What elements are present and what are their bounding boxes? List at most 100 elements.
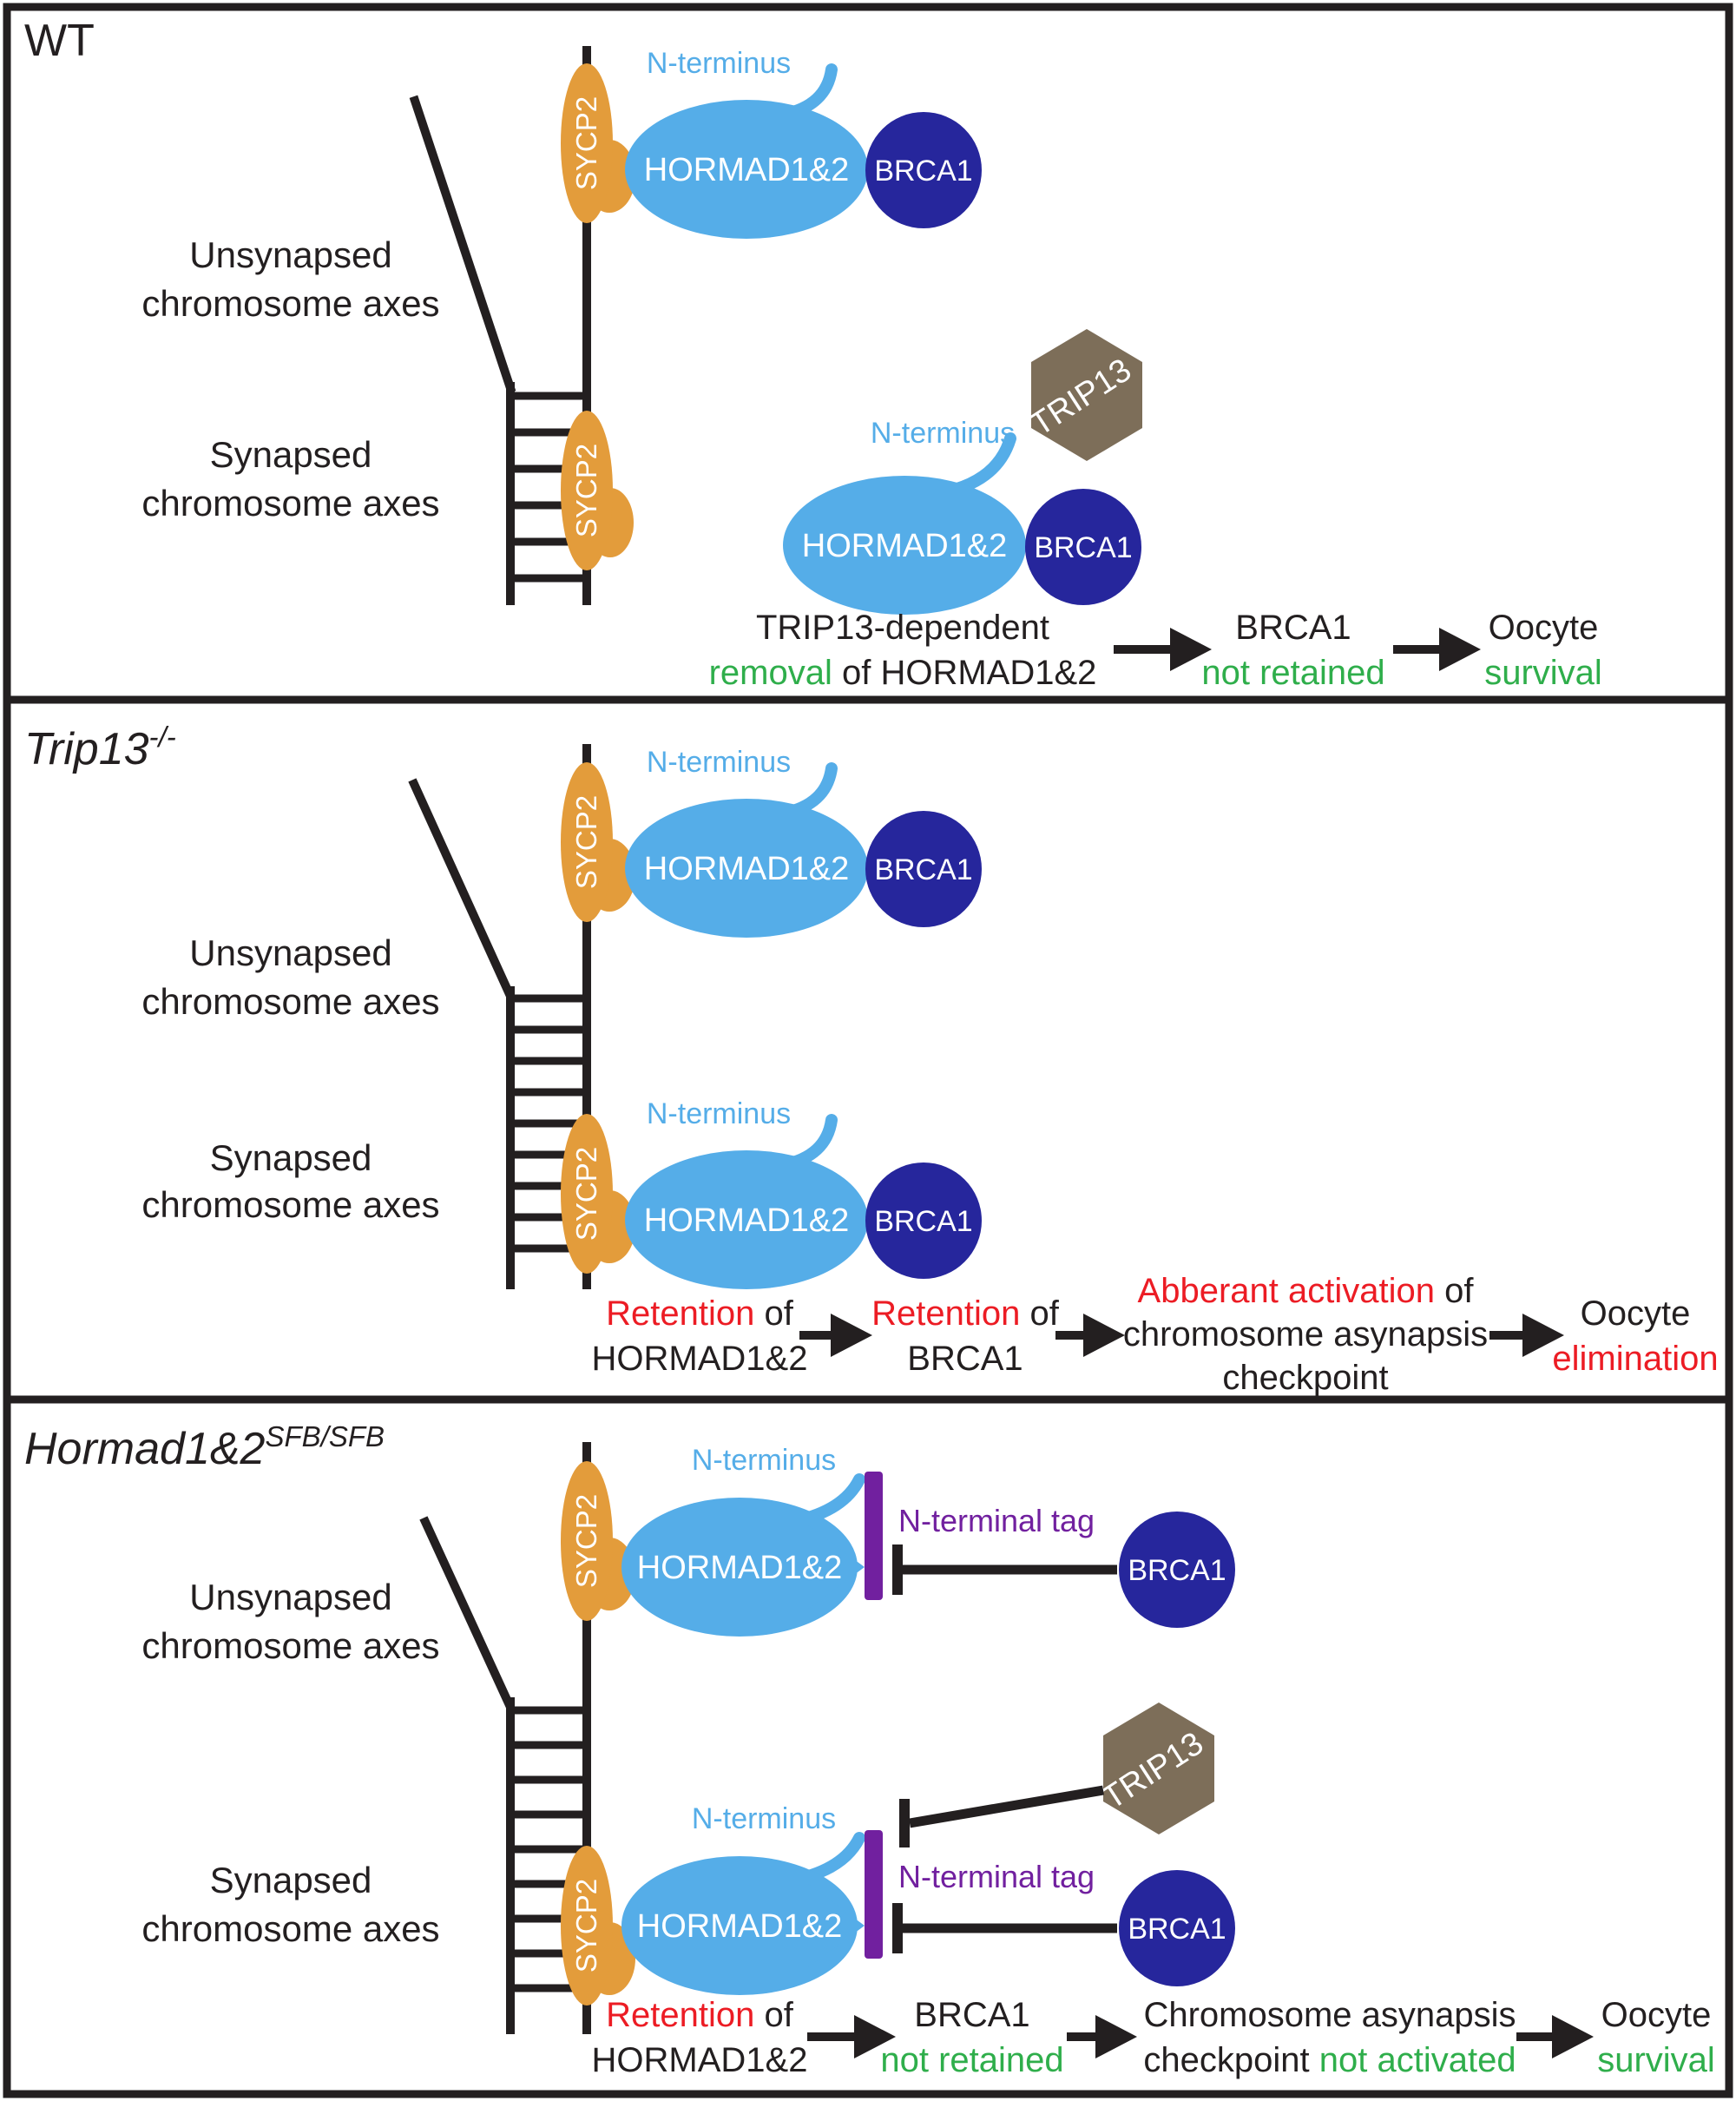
n-terminus-label: N-terminus [647,1097,791,1130]
brca1-label: BRCA1 [874,853,972,886]
flow-step1-line1: TRIP13-dependent [756,609,1049,647]
flow-step3-line3: checkpoint [1222,1359,1388,1397]
brca1-label: BRCA1 [874,1205,972,1238]
n-terminus-label: N-terminus [692,1444,836,1477]
flow-step3-line1: Chromosome asynapsis [1143,1996,1516,2034]
flow-arrow-2 [1055,1314,1125,1357]
sycp2-shape [561,1461,613,1621]
flow-step4-line2: elimination [1552,1340,1718,1378]
unsynapsed-label-line1: Unsynapsed [189,234,391,275]
panel-trip13-ko: Trip13-/- Unsynapsed chromosome axes Syn… [3,695,1733,1404]
flow-step3-line1: Oocyte [1489,609,1599,647]
hormad-shape [621,1498,858,1637]
sycp2-shape [561,411,613,570]
brca1-shape [1025,489,1141,605]
brca1-label: BRCA1 [1128,1913,1226,1946]
brca1-shape [865,811,982,927]
panel-hormad-title: Hormad1&2SFB/SFB [24,1420,385,1474]
brca1-blocked-tbar [892,1544,1117,1595]
sycp2-label: SYCP2 [570,1494,602,1588]
flow-step3-line2: checkpoint not activated [1143,2041,1516,2079]
synapsed-label-line2: chromosome axes [141,1184,439,1225]
hormad-point [807,1883,865,1968]
hormad-shape [783,476,1026,615]
panel-wt-title: WT [24,16,95,66]
n-terminus-label: N-terminus [871,417,1015,450]
unsynapsed-axis-line [409,95,516,394]
hormad-label: HORMAD1&2 [644,1202,850,1239]
sycp2-shape [561,63,613,223]
hormad-label: HORMAD1&2 [644,152,850,188]
brca1-label: BRCA1 [1034,531,1132,564]
unsynapsed-label-line1: Unsynapsed [189,932,391,973]
n-terminal-tag-bar [865,1472,883,1600]
sfb-unsynapsed-complex: SYCP2 HORMAD1&2 N-terminus N-terminal ta… [561,1444,1235,1637]
flow-step3-line2: survival [1484,654,1602,692]
n-terminus-label: N-terminus [647,746,791,779]
brca1-shape [1119,1512,1235,1628]
flow-arrow-3 [1516,2015,1594,2058]
flow-arrow-3 [1489,1314,1564,1357]
unsynapsed-axis-line [408,778,515,998]
sycp2-label: SYCP2 [570,1147,602,1241]
hormad-label: HORMAD1&2 [644,851,850,887]
wt-free-complex: HORMAD1&2 BRCA1 TRIP13 N-terminus [783,329,1142,615]
flow-step2-line1: Retention of [871,1294,1060,1333]
sycp2-shape [561,762,613,922]
flow-step1-line1: Retention of [606,1996,794,2034]
brca1-label: BRCA1 [1128,1554,1226,1587]
brca1-blocked-tbar [892,1903,1117,1953]
unsynapsed-axis-line [419,1516,515,1709]
flow-step4-line2: survival [1597,2041,1715,2079]
synapsed-label-line2: chromosome axes [141,483,439,524]
n-terminal-tag-label: N-terminal tag [898,1503,1095,1538]
hormad-shape [625,100,868,239]
hormad-label: HORMAD1&2 [637,1908,843,1945]
panel-hormad-border [3,1395,1733,2098]
panel-trip13-title: Trip13-/- [24,721,176,774]
trip13-blocked-tbar [899,1785,1104,1847]
trip13ko-unsynapsed-complex: SYCP2 HORMAD1&2 BRCA1 N-terminus [561,746,982,938]
sycp2-label: SYCP2 [570,795,602,889]
n-terminal-tag-label: N-terminal tag [898,1859,1095,1894]
synapsed-label-line1: Synapsed [210,1860,372,1900]
flow-arrow-1 [1114,628,1212,671]
sycp2-shape [561,1846,613,2006]
synapsed-label-line1: Synapsed [210,1137,372,1178]
wt-unsynapsed-complex: SYCP2 HORMAD1&2 BRCA1 N-terminus [561,47,982,239]
brca1-shape [865,1162,982,1279]
hormad-label: HORMAD1&2 [637,1550,843,1586]
synapsed-label-line2: chromosome axes [141,1908,439,1949]
flow-step2-line1: BRCA1 [914,1996,1029,2034]
flow-step3-line2: chromosome asynapsis [1123,1315,1488,1353]
wt-synapsed-sycp2: SYCP2 [561,411,634,570]
unsynapsed-label-line2: chromosome axes [141,283,439,324]
hormad-shape [625,799,868,938]
flow-arrow-2 [1393,628,1481,671]
unsynapsed-label-line1: Unsynapsed [189,1577,391,1617]
trip13-hexagon [1103,1703,1214,1834]
wt-flow-row: TRIP13-dependent removal of HORMAD1&2 BR… [709,609,1602,692]
unsynapsed-label-line2: chromosome axes [141,981,439,1022]
trip13ko-flow-row: Retention of HORMAD1&2 Retention of BRCA… [592,1272,1719,1397]
flow-arrow-1 [799,1314,872,1357]
flow-step2-line2: not retained [880,2041,1063,2079]
hormad-label: HORMAD1&2 [802,528,1008,564]
flow-step2-line2: not retained [1201,654,1384,692]
flow-arrow-1 [807,2015,896,2058]
sycp2-label: SYCP2 [570,444,602,537]
n-terminus-label: N-terminus [692,1802,836,1835]
flow-step2-line1: BRCA1 [1235,609,1351,647]
flow-step1-line1: Retention of [606,1294,794,1333]
sycp2-label: SYCP2 [570,1879,602,1973]
flow-step1-line2: HORMAD1&2 [592,1340,808,1378]
flow-step1-line2: HORMAD1&2 [592,2041,808,2079]
sycp2-shape [561,1114,613,1274]
brca1-label: BRCA1 [874,155,972,188]
trip13-hexagon [1031,329,1142,461]
synapsed-label-line1: Synapsed [210,434,372,475]
flow-step1-line2: removal of HORMAD1&2 [709,654,1097,692]
brca1-shape [865,112,982,228]
